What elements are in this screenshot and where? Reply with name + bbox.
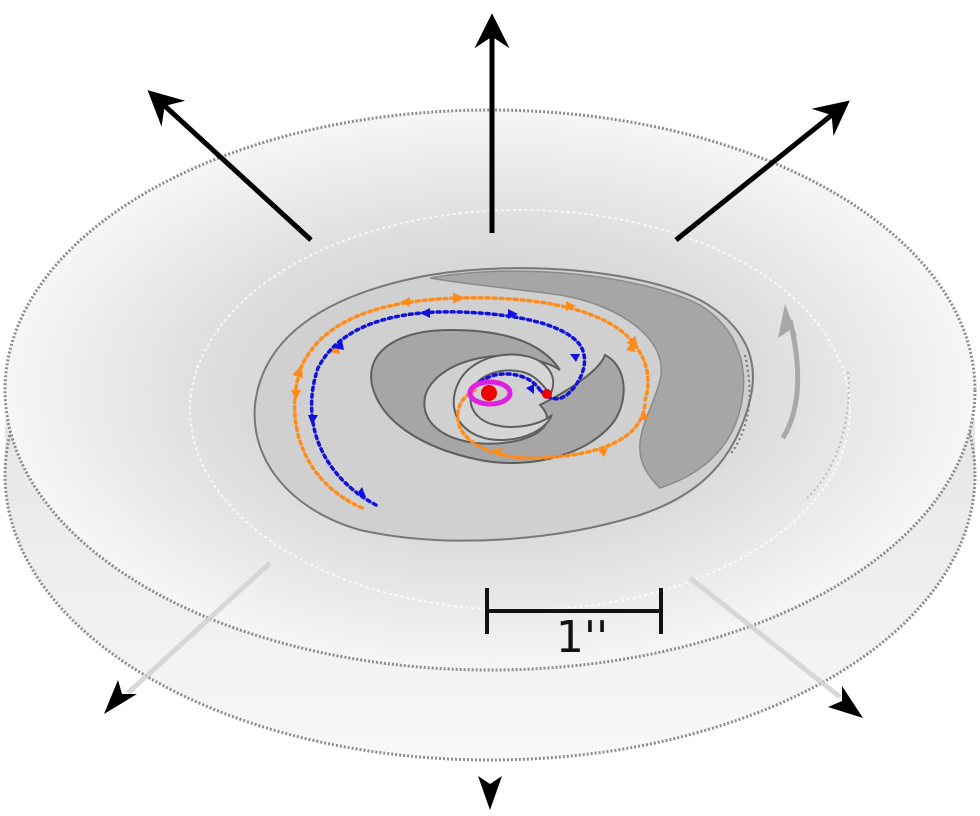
orange-arrowhead bbox=[492, 447, 502, 457]
blue-arrowhead bbox=[526, 384, 534, 394]
orange-arrowhead bbox=[400, 297, 410, 307]
arrow-icon-head bbox=[478, 776, 502, 810]
scale-bar-label: 1'' bbox=[556, 612, 608, 663]
blue-arrowhead bbox=[420, 308, 430, 318]
curved-arrow-icon bbox=[780, 319, 801, 440]
orange-arrowhead bbox=[566, 301, 576, 311]
arrow-icon-head bbox=[828, 686, 863, 718]
arrow-icon bbox=[126, 561, 272, 695]
primary-star bbox=[481, 385, 497, 401]
blue-arrowhead bbox=[508, 309, 518, 319]
arrow-icon bbox=[147, 90, 313, 242]
outflow-arrows-up bbox=[147, 13, 850, 242]
orange-arrowhead bbox=[639, 412, 649, 420]
rotation-indicator bbox=[729, 304, 850, 501]
arrow-icon bbox=[674, 100, 850, 242]
central-system bbox=[467, 379, 552, 407]
orange-arrowheads bbox=[291, 297, 649, 457]
outflow-arrows-down bbox=[104, 561, 863, 810]
orange-arrowhead bbox=[626, 342, 636, 352]
blue-arrowheads bbox=[308, 308, 580, 497]
blue-streamline-outer bbox=[309, 310, 587, 507]
blue-arrowhead bbox=[356, 487, 366, 497]
scale-bar bbox=[485, 588, 663, 634]
blue-arrowhead bbox=[334, 340, 344, 350]
orange-streamline-outer bbox=[292, 292, 650, 510]
blue-arrowhead bbox=[570, 354, 580, 362]
companion-star bbox=[542, 389, 552, 399]
curved-arrow-icon-head bbox=[778, 304, 797, 338]
primary-star-ring bbox=[467, 379, 513, 407]
arrow-icon bbox=[688, 576, 842, 699]
disk bbox=[3, 108, 977, 762]
rotation-trail bbox=[804, 371, 850, 501]
orange-arrowhead bbox=[598, 448, 608, 457]
blue-arrowhead bbox=[308, 415, 318, 425]
orange-arrowhead bbox=[291, 390, 301, 400]
arrow-icon-head bbox=[104, 680, 137, 714]
